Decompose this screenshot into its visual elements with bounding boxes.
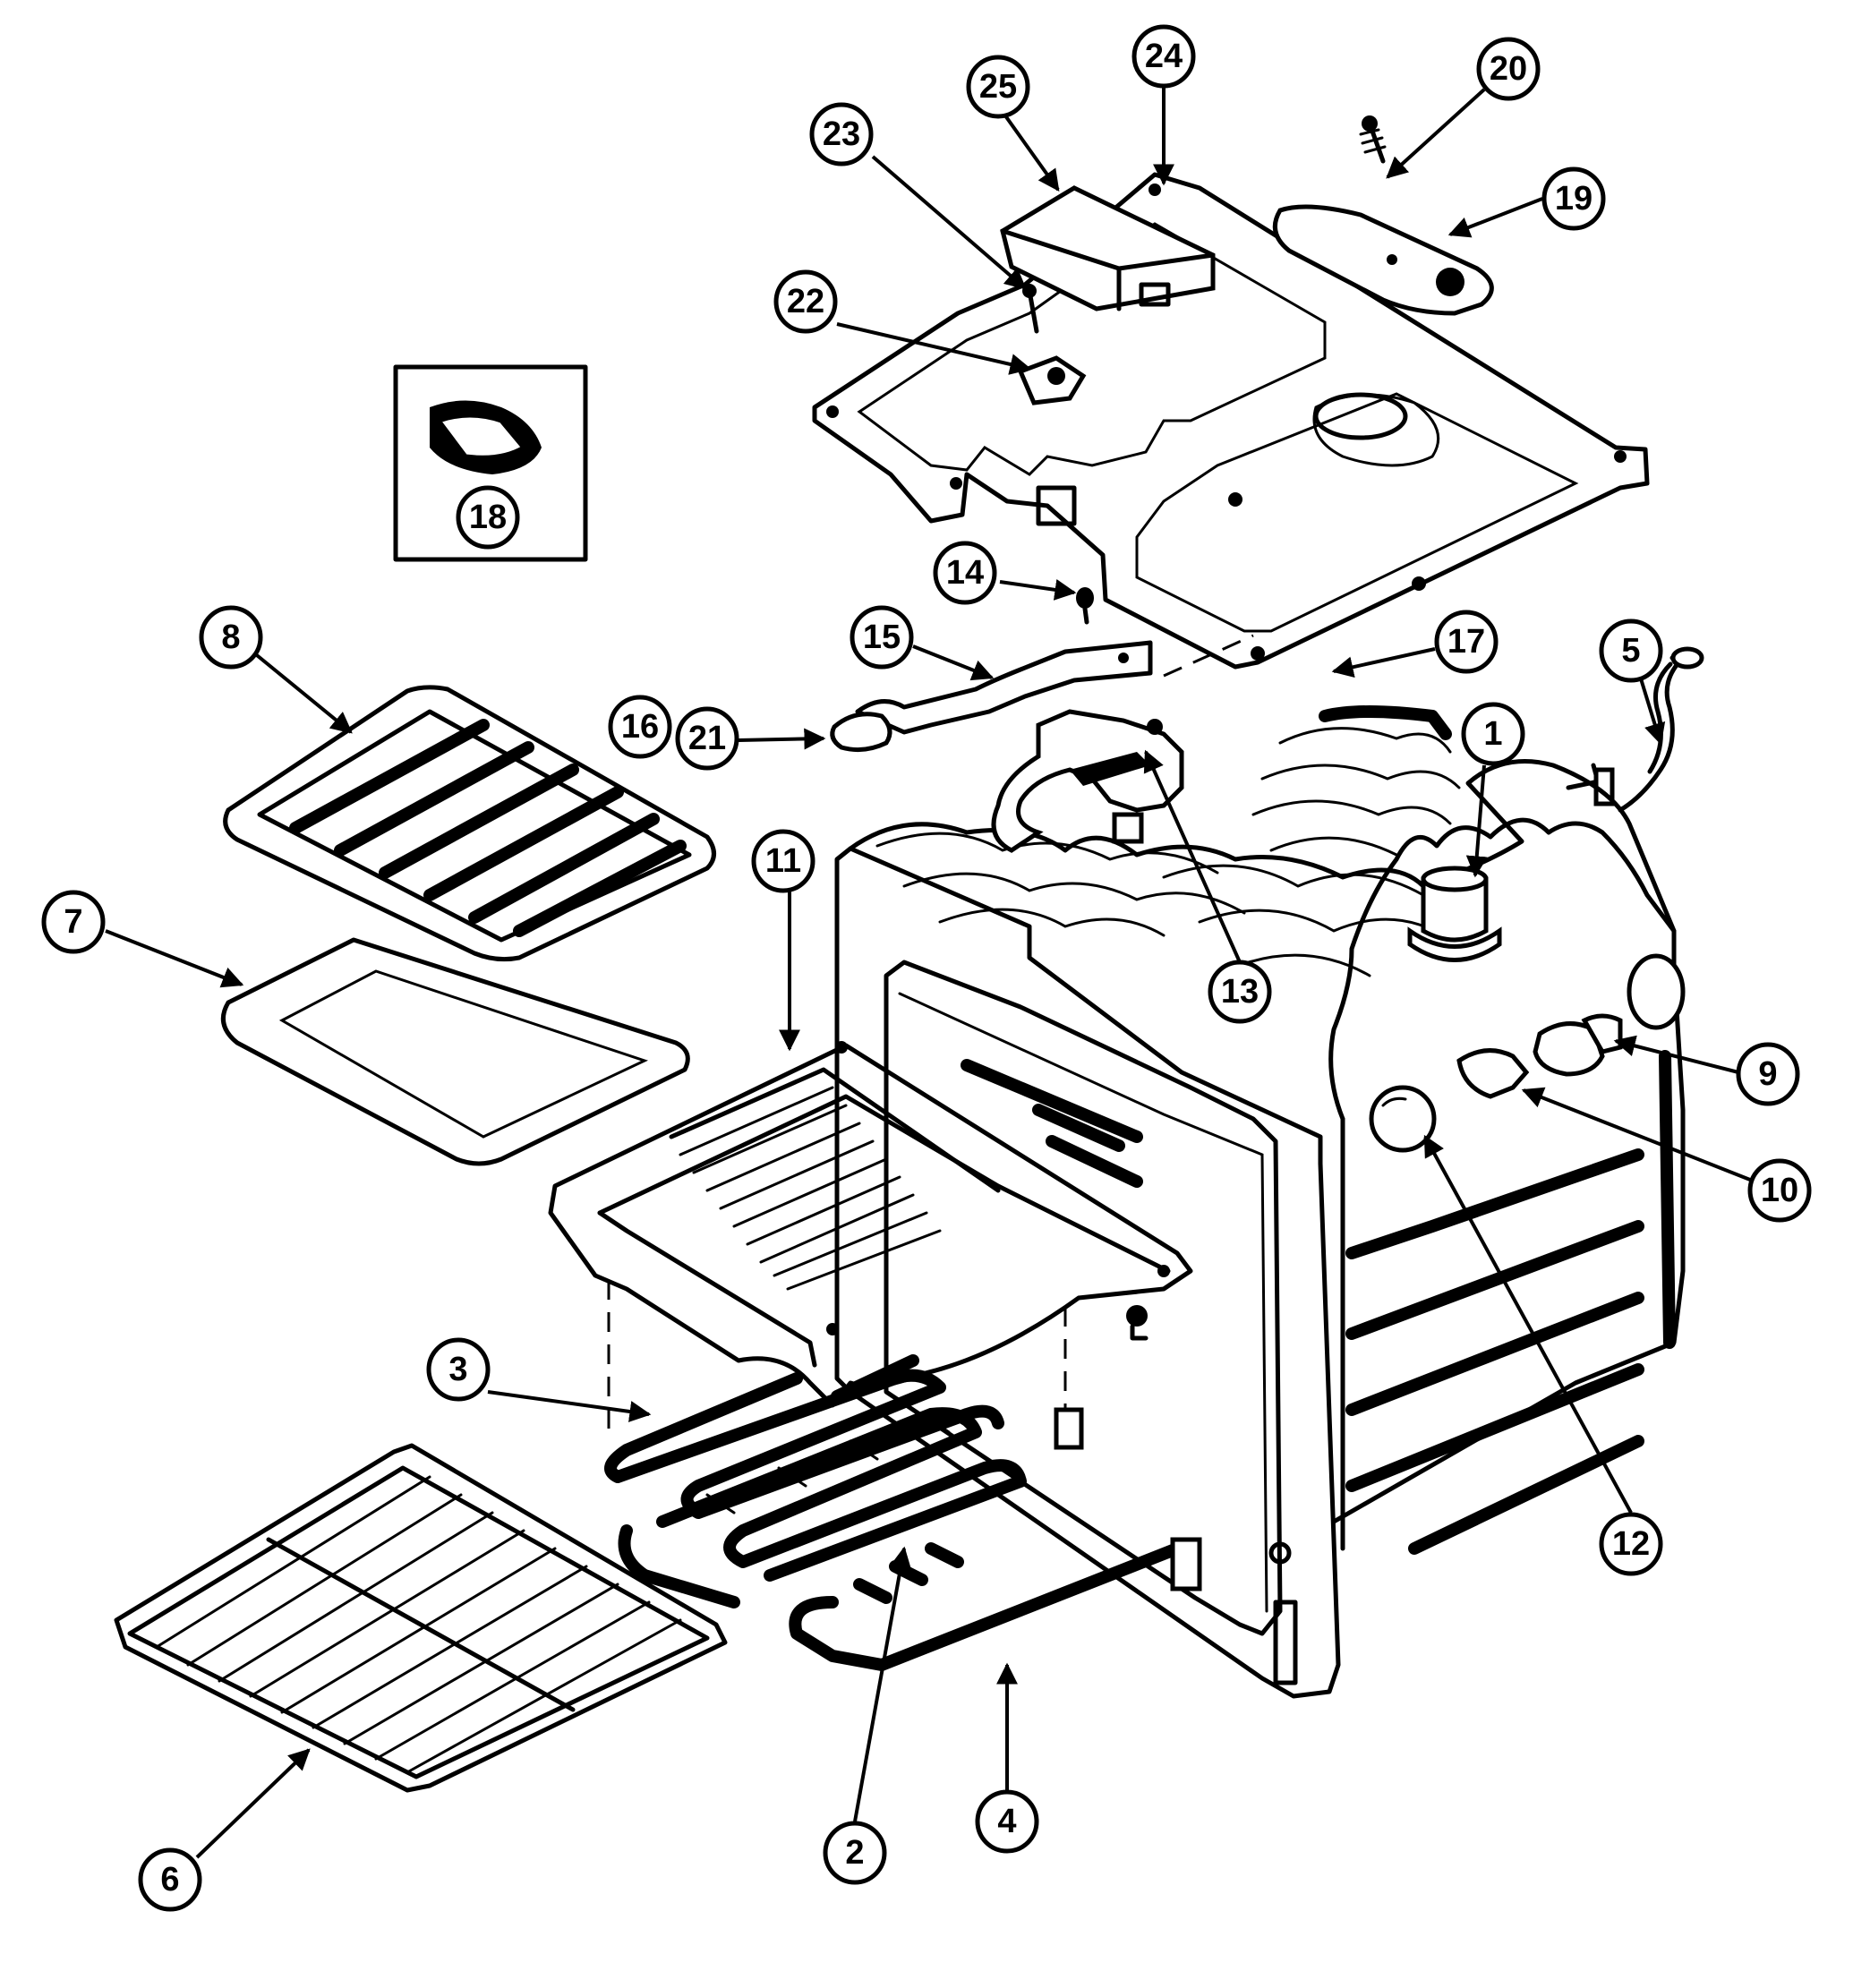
callout-24: 24 <box>1131 24 1196 89</box>
knob-9 <box>1533 953 1686 1077</box>
bulb-12 <box>1369 1085 1437 1153</box>
element-ribs <box>669 1067 1001 1291</box>
callout-11-label: 11 <box>765 842 801 880</box>
callout-12-label: 12 <box>1612 1525 1650 1563</box>
callout-25-label: 25 <box>979 68 1017 106</box>
callout-23-label: 23 <box>823 115 860 153</box>
element-plate <box>548 1041 1193 1408</box>
callout-1: 1 <box>1461 702 1525 766</box>
callout-21-label: 21 <box>688 720 726 757</box>
leader-lines <box>105 86 1751 1859</box>
callout-10: 10 <box>1747 1158 1812 1223</box>
bracket <box>855 640 1153 735</box>
callout-17: 17 <box>1434 610 1499 674</box>
callout-23: 23 <box>809 102 874 166</box>
callout-1-label: 1 <box>1483 715 1502 753</box>
align-line-top <box>1163 634 1254 678</box>
switch <box>1017 355 1087 405</box>
callout-6-label: 6 <box>160 1861 179 1898</box>
callout-4-label: 4 <box>997 1803 1016 1840</box>
insert-ribs <box>289 719 687 937</box>
callout-16: 16 <box>608 695 672 759</box>
broiler-pan-insert <box>223 685 716 962</box>
callout-6: 6 <box>138 1847 202 1912</box>
callout-12: 12 <box>1599 1512 1663 1576</box>
callout-14: 14 <box>933 541 997 605</box>
callout-13-label: 13 <box>1221 973 1259 1011</box>
callout-4: 4 <box>975 1789 1039 1854</box>
callout-15: 15 <box>850 605 914 670</box>
callout-25: 25 <box>966 55 1030 119</box>
screw-20 <box>1359 115 1387 164</box>
callout-20: 20 <box>1476 37 1541 101</box>
callout-19-label: 19 <box>1555 180 1593 218</box>
top-panel <box>812 172 1650 670</box>
callout-16-label: 16 <box>621 708 659 746</box>
callout-13: 13 <box>1208 960 1272 1024</box>
callout-2-label: 2 <box>845 1834 864 1872</box>
callout-14-label: 14 <box>946 554 984 592</box>
callout-18: 18 <box>456 485 520 550</box>
knob-16-21 <box>830 712 892 753</box>
inset-box-thermostat <box>393 364 588 562</box>
callout-7-label: 7 <box>64 903 82 941</box>
callout-9: 9 <box>1736 1042 1800 1106</box>
callout-17-label: 17 <box>1447 623 1485 661</box>
callout-3: 3 <box>426 1337 491 1402</box>
bulb-10 <box>1456 1048 1530 1099</box>
rack-wires <box>155 1475 682 1774</box>
callout-15-label: 15 <box>863 619 901 656</box>
callout-9-label: 9 <box>1758 1055 1777 1093</box>
bake-element <box>618 1407 1202 1671</box>
callout-19: 19 <box>1541 166 1606 231</box>
screw-14 <box>1076 587 1094 625</box>
broiler-pan <box>220 937 690 1166</box>
callout-18-label: 18 <box>469 499 507 536</box>
callout-2: 2 <box>823 1821 887 1885</box>
callout-3-label: 3 <box>448 1351 467 1388</box>
sensor-cap <box>1407 866 1502 962</box>
callout-22: 22 <box>773 269 838 334</box>
callout-5-label: 5 <box>1621 632 1640 670</box>
cover-plate <box>1272 204 1494 316</box>
callout-8-label: 8 <box>221 619 240 656</box>
callout-11: 11 <box>751 829 815 893</box>
callout-10-label: 10 <box>1761 1172 1798 1209</box>
callout-24-label: 24 <box>1145 38 1183 75</box>
control-box <box>1000 185 1216 311</box>
callouts: 1 2 3 4 5 6 7 8 <box>41 24 1812 1912</box>
callout-5: 5 <box>1599 619 1663 683</box>
screw-23 <box>1022 284 1039 334</box>
callout-21: 21 <box>675 706 739 771</box>
thermostat-bracket <box>991 709 1184 853</box>
oven-body <box>834 705 1686 1699</box>
callout-22-label: 22 <box>787 283 824 320</box>
callout-7: 7 <box>41 890 106 954</box>
oven-rack <box>114 1443 728 1793</box>
callout-8: 8 <box>199 605 263 670</box>
callout-20-label: 20 <box>1490 50 1527 88</box>
